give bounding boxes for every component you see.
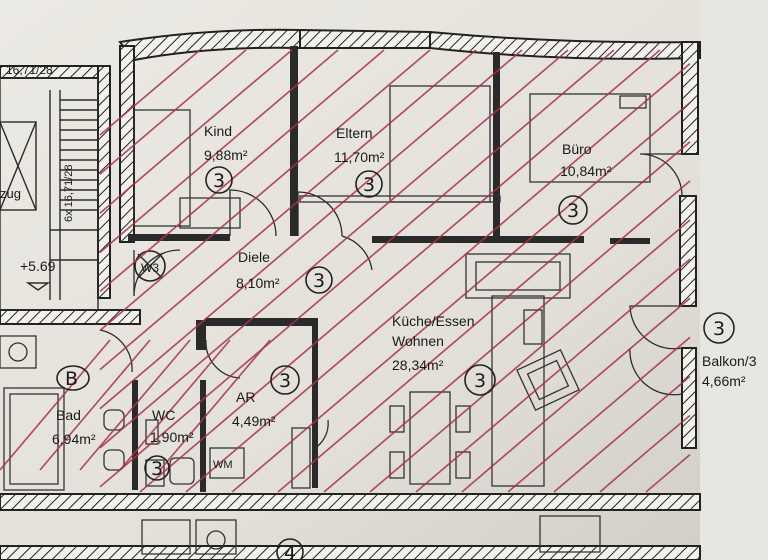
handwritten-marks: 3 3 3 3 3 B 3 3 3 4 [56, 166, 735, 560]
mark-lower-floor: 4 [284, 542, 296, 560]
red-hatch-line [79, 339, 191, 471]
room-name-buero: Büro [562, 141, 592, 157]
mark-eltern: 3 [363, 174, 375, 196]
room-area-balkon: 4,66m² [702, 373, 746, 389]
level-label: +5.69 [20, 258, 56, 274]
red-hatch-line [99, 49, 615, 488]
red-hatch-line [99, 49, 477, 371]
red-hatch-line [159, 339, 271, 471]
room-name-balkon: Balkon/3 [702, 353, 757, 369]
interior-walls [128, 46, 650, 492]
level-marker-icon [25, 282, 51, 291]
mark-balkon: 3 [713, 318, 725, 340]
red-hatch-line [119, 339, 231, 471]
room-name-wc: WC [152, 407, 175, 423]
red-hatch-line [231, 102, 691, 493]
room-labels: Kind 9,88m² Eltern 11,70m² Büro 10,84m² … [52, 123, 757, 471]
room-area-kueche: 28,34m² [392, 357, 444, 373]
shaft-label: W3 [141, 261, 159, 275]
red-hatch-line [139, 49, 661, 493]
red-hatch-line [369, 219, 691, 493]
room-area-kind: 9,88m² [204, 147, 248, 163]
room-name-bad: Bad [56, 407, 81, 423]
mark-kueche: 3 [474, 370, 486, 392]
red-hatch-line [99, 49, 293, 214]
red-hatch-line [553, 375, 691, 493]
mark-wc: 3 [151, 458, 163, 480]
red-hatch-line [99, 49, 201, 136]
lift-label: zug [0, 186, 21, 201]
red-hatch-line [323, 180, 691, 493]
wm-label-ar: WM [213, 459, 233, 471]
red-hatch-lines [0, 49, 691, 493]
room-name-eltern: Eltern [336, 125, 373, 141]
structural-walls [0, 28, 701, 560]
shaft-marker: W3 [134, 250, 166, 282]
room-area-wc: 1,90m² [150, 429, 194, 445]
paper-right-margin [700, 0, 768, 560]
room-area-diele: 8,10m² [236, 275, 280, 291]
room-area-ar: 4,49m² [232, 413, 276, 429]
room-area-eltern: 11,70m² [334, 149, 385, 165]
room-name-kueche: Küche/Essen [392, 313, 475, 329]
room-area-buero: 10,84m² [560, 163, 612, 179]
red-hatch-line [599, 414, 691, 493]
red-hatch-line [99, 49, 431, 332]
red-hatch-line [99, 49, 247, 175]
furniture [0, 85, 651, 555]
room-name-kind: Kind [204, 123, 232, 139]
stair-steps [60, 99, 98, 211]
mark-bad: B [65, 368, 78, 390]
red-hatch-line [185, 62, 691, 493]
red-hatch-line [99, 49, 523, 410]
red-hatch-line [99, 49, 569, 449]
mark-diele: 3 [313, 270, 325, 292]
room-name-ar: AR [236, 389, 255, 405]
red-hatch-line [0, 339, 111, 471]
stair-label-vertical: 6x 16,71/28 [63, 165, 75, 223]
red-hatch-line [645, 453, 691, 493]
red-hatch-line [277, 141, 691, 493]
red-hatch-line [415, 258, 691, 493]
red-hatch-line [461, 297, 691, 493]
room-area-bad: 6,94m² [52, 431, 96, 447]
mark-kind: 3 [213, 170, 225, 192]
red-hatch-line [99, 49, 339, 253]
red-hatch-line [99, 49, 385, 293]
mark-buero: 3 [567, 200, 579, 222]
mark-ar: 3 [279, 370, 291, 392]
red-hatch-line [507, 336, 691, 493]
room-name-wohnen: Wohnen [392, 333, 444, 349]
room-name-diele: Diele [238, 249, 270, 265]
stair-core: 16,71/28 6x 16,71/28 zug +5.69 [0, 63, 99, 311]
red-hatch-line [39, 339, 151, 471]
stair-label-top: 16,71/28 [6, 63, 53, 77]
